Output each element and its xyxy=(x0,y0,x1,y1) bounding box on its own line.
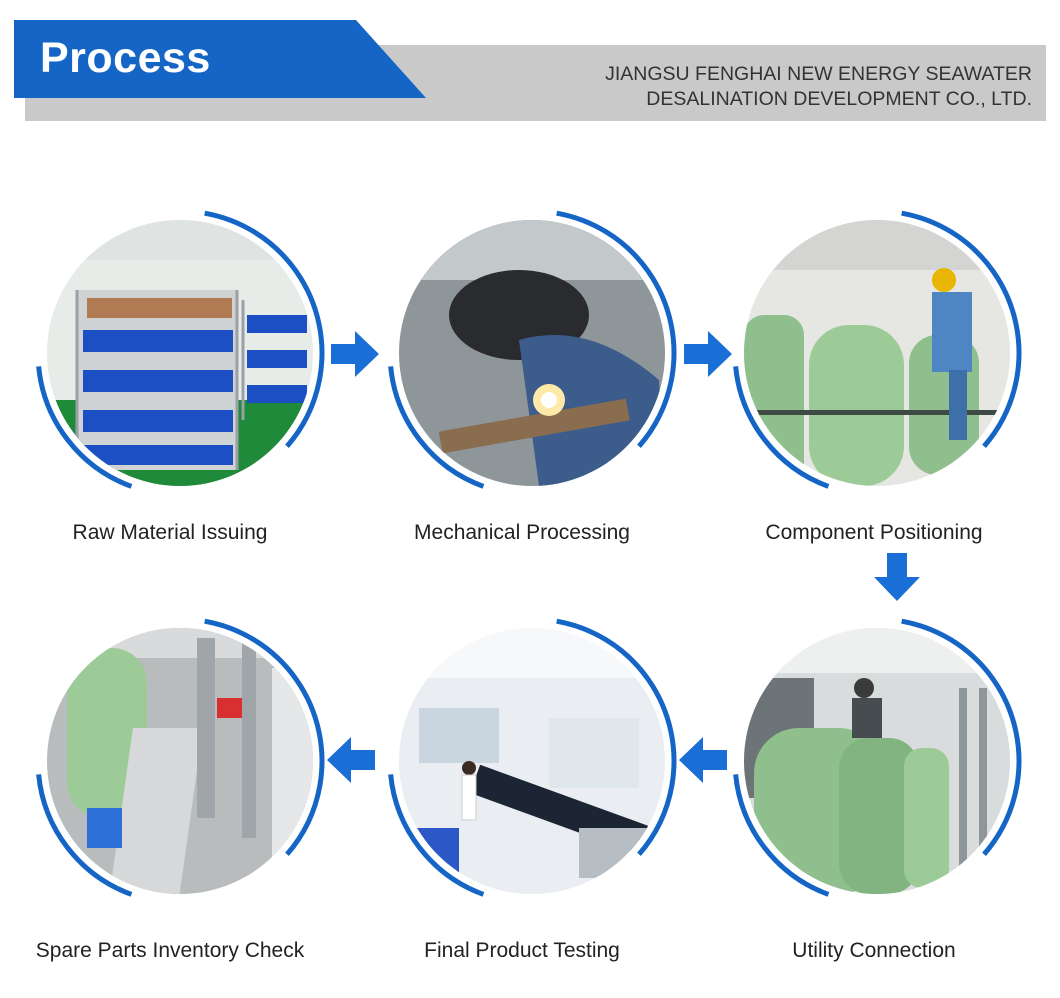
inventory-check-photo xyxy=(47,628,313,894)
step-final-product-testing xyxy=(388,618,688,918)
arrow-down-icon xyxy=(874,553,920,601)
company-name: JIANGSU FENGHAI NEW ENERGY SEAWATER DESA… xyxy=(605,62,1032,112)
step-ring xyxy=(36,618,325,906)
page-title: Process xyxy=(40,34,211,82)
arrow-right-icon xyxy=(684,331,732,377)
arrow-left-icon xyxy=(327,737,375,783)
step-label: Utility Connection xyxy=(792,939,956,962)
step-utility-connection xyxy=(733,618,1033,918)
step-label: Final Product Testing xyxy=(424,939,620,962)
header-banner-blue xyxy=(14,20,426,98)
step-ring xyxy=(733,210,1022,498)
laboratory-photo xyxy=(399,628,665,894)
company-name-line-1: JIANGSU FENGHAI NEW ENERGY SEAWATER xyxy=(605,63,1032,85)
step-label: Component Positioning xyxy=(765,521,983,544)
welding-photo xyxy=(399,220,665,486)
company-name-line-2: DESALINATION DEVELOPMENT CO., LTD. xyxy=(646,88,1032,110)
tank-installation-photo xyxy=(744,220,1010,486)
step-mechanical-processing xyxy=(388,210,688,510)
arrow-left-icon xyxy=(679,737,727,783)
step-ring xyxy=(733,618,1022,906)
step-raw-material-issuing xyxy=(36,210,336,510)
step-ring xyxy=(388,210,677,498)
step-spare-parts-inventory-check xyxy=(36,618,336,918)
step-label: Mechanical Processing xyxy=(414,521,630,544)
step-ring xyxy=(36,210,325,498)
step-component-positioning xyxy=(733,210,1033,510)
pipe-connection-photo xyxy=(744,628,1010,894)
warehouse-shelves-photo xyxy=(47,220,313,486)
step-label: Raw Material Issuing xyxy=(72,521,268,544)
step-ring xyxy=(388,618,677,906)
arrow-right-icon xyxy=(331,331,379,377)
step-label: Spare Parts Inventory Check xyxy=(35,939,305,962)
